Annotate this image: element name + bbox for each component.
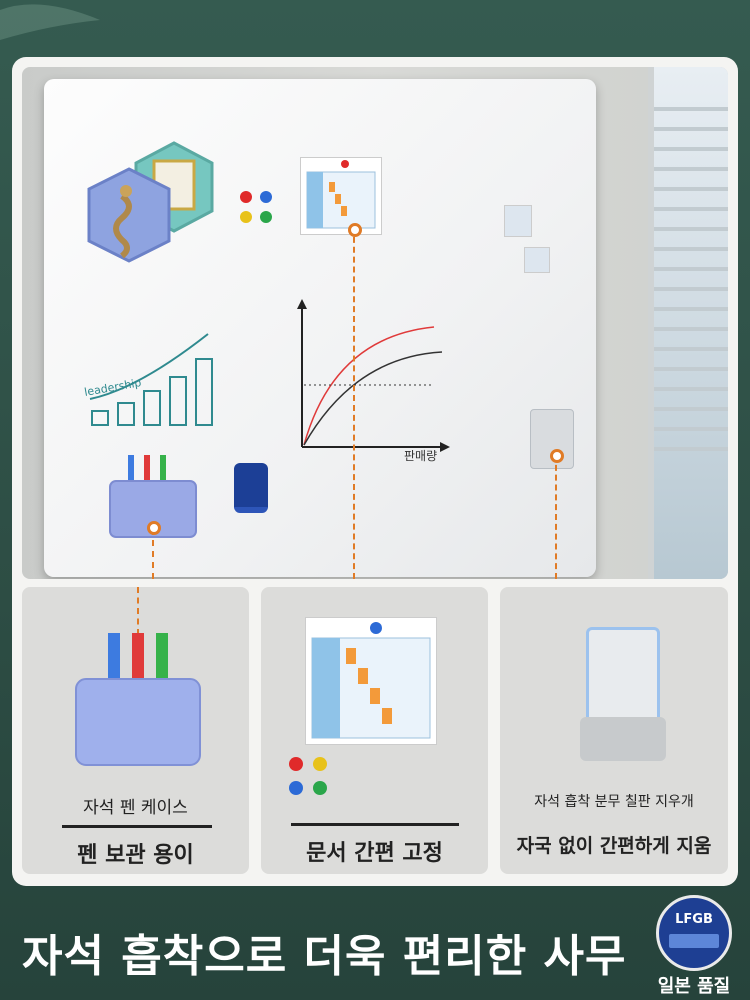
marker-dot bbox=[348, 223, 362, 237]
product-card: leadership 판매량 bbox=[12, 57, 738, 886]
lfgb-badge: LFGB bbox=[656, 895, 732, 971]
panel-caption-large: 문서 간편 고정 bbox=[306, 841, 443, 866]
window bbox=[648, 67, 728, 579]
divider bbox=[291, 823, 459, 826]
office-scene: leadership 판매량 bbox=[22, 67, 728, 579]
connector-line bbox=[137, 587, 139, 635]
leaf-decoration bbox=[0, 4, 100, 40]
yellow-magnet bbox=[240, 211, 252, 223]
document-closeup bbox=[305, 617, 437, 745]
photo-note bbox=[504, 205, 532, 237]
photo-note bbox=[524, 247, 550, 273]
badge-subtitle: 일본 품질 bbox=[657, 976, 731, 997]
axis-label: 판매량 bbox=[404, 449, 438, 463]
badge-title: LFGB bbox=[675, 912, 713, 927]
panel-caption-large: 펜 보관 용이 bbox=[77, 843, 194, 868]
hexagon-shelf bbox=[87, 141, 214, 263]
pen-case-closeup bbox=[75, 633, 201, 766]
magnetic-whiteboard: leadership 판매량 bbox=[44, 79, 596, 577]
pen-case bbox=[109, 455, 197, 538]
eraser bbox=[234, 463, 268, 513]
green-magnet bbox=[313, 781, 327, 795]
schedule-sheet bbox=[300, 157, 382, 235]
divider bbox=[62, 825, 212, 828]
blue-magnet bbox=[289, 781, 303, 795]
panel-caption-large: 자국 없이 간편하게 지움 bbox=[516, 835, 712, 857]
connector-line bbox=[353, 227, 355, 579]
red-magnet bbox=[240, 191, 252, 203]
panel-pen-case: 자석 펜 케이스 펜 보관 용이 bbox=[22, 587, 249, 874]
blue-magnet bbox=[260, 191, 272, 203]
panel-caption-small: 자석 흡착 분무 칠판 지우개 bbox=[534, 794, 694, 810]
connector-line bbox=[152, 529, 154, 579]
connector-line bbox=[555, 455, 557, 579]
curve-drawing bbox=[297, 299, 450, 452]
panel-document: 문서 간편 고정 bbox=[261, 587, 488, 874]
yellow-magnet bbox=[313, 757, 327, 771]
growth-drawing bbox=[89, 333, 213, 426]
panel-eraser: 자석 흡착 분무 칠판 지우개 자국 없이 간편하게 지움 bbox=[500, 587, 728, 874]
green-magnet bbox=[260, 211, 272, 223]
headline: 자석 흡착으로 더욱 편리한 사무 bbox=[22, 931, 627, 982]
panel-caption-small: 자석 펜 케이스 bbox=[83, 798, 188, 818]
marker-dot bbox=[147, 521, 161, 535]
eraser-holder bbox=[580, 717, 666, 761]
red-magnet bbox=[289, 757, 303, 771]
marker-dot bbox=[550, 449, 564, 463]
